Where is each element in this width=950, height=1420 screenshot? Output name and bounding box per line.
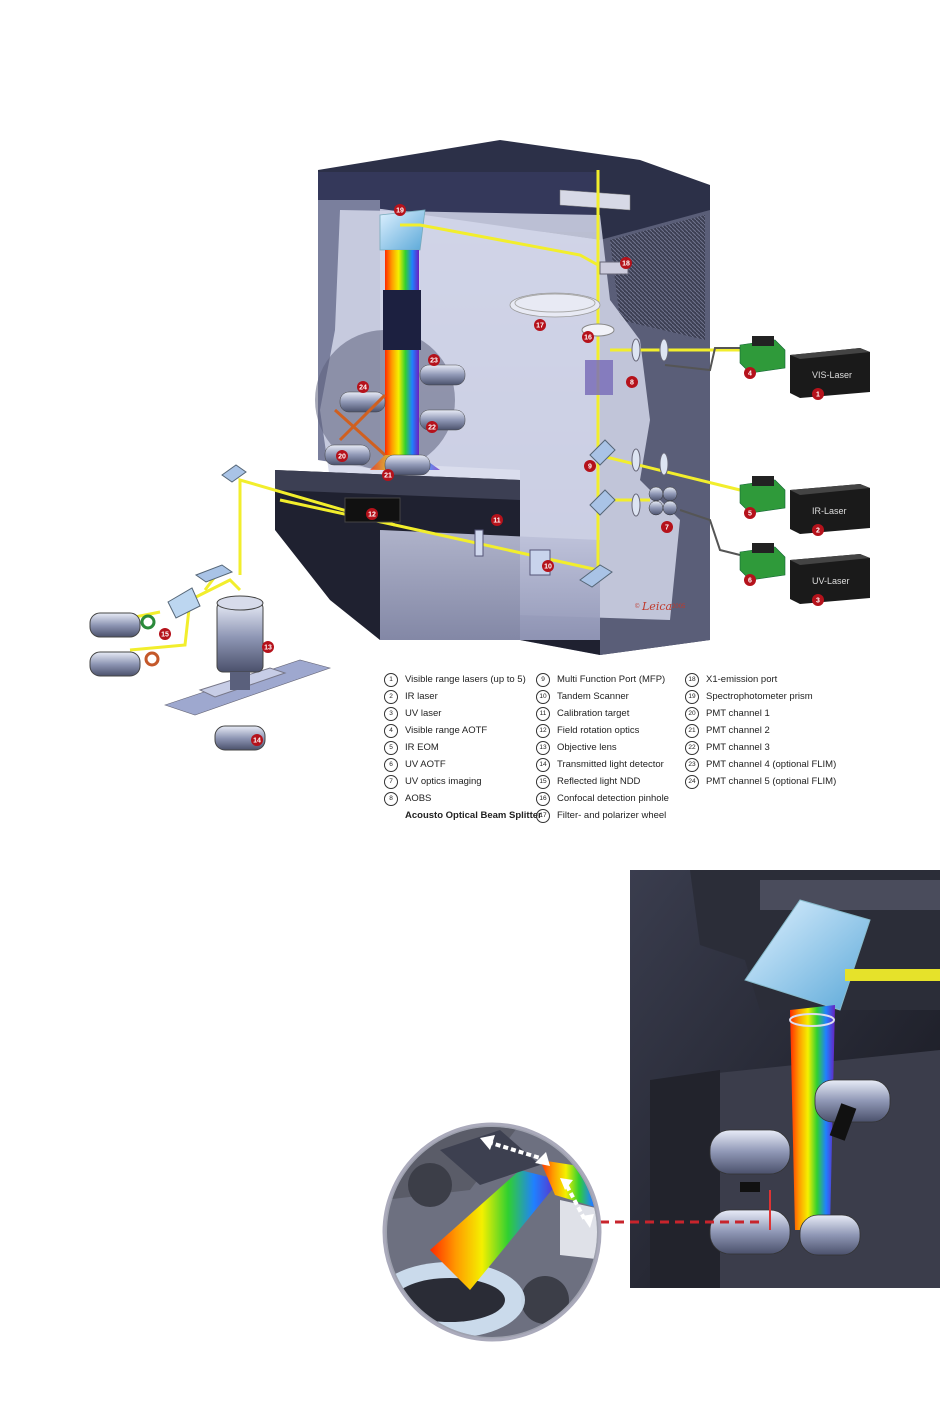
callout-7: 7 [661,521,673,533]
svg-text:1: 1 [816,392,820,399]
svg-text:4: 4 [748,371,752,378]
svg-text:24: 24 [359,385,367,392]
svg-text:23: 23 [430,358,438,365]
vis-laser: VIS-Laser [790,348,870,398]
svg-text:8: 8 [630,380,634,387]
callout-22: 22 [426,421,438,433]
spectrophotometer [324,209,466,476]
svg-text:7: 7 [665,525,669,532]
callout-6: 6 [744,574,756,586]
callout-1: 1 [812,388,824,400]
callout-4: 4 [744,367,756,379]
svg-text:6: 6 [748,578,752,585]
callout-5: 5 [744,507,756,519]
svg-text:5: 5 [748,511,752,518]
callout-14: 14 [251,734,263,746]
brand-year: 2005 [672,604,686,610]
callout-18: 18 [620,257,632,269]
ir-laser-label: IR-Laser [812,506,847,516]
callout-19: 19 [394,204,406,216]
svg-text:21: 21 [384,473,392,480]
svg-text:14: 14 [253,738,261,745]
svg-text:17: 17 [536,323,544,330]
svg-text:13: 13 [264,645,272,652]
legend-aobs-expansion: Acousto Optical Beam Splitter [405,810,542,821]
svg-text:2: 2 [816,528,820,535]
scan-head-components [344,261,678,588]
callout-8: 8 [626,376,638,388]
svg-text:18: 18 [622,261,630,268]
pmt-detail-view [630,870,940,1288]
callout-16: 16 [582,331,594,343]
svg-text:9: 9 [588,464,592,471]
callout-9: 9 [584,460,596,472]
svg-text:12: 12 [368,512,376,519]
laser-sources: VIS-Laser IR-Laser UV-Laser [739,336,870,604]
callout-2: 2 [812,524,824,536]
svg-text:11: 11 [493,518,501,525]
svg-text:10: 10 [544,564,552,571]
svg-text:15: 15 [161,632,169,639]
callout-24: 24 [357,381,369,393]
callout-21: 21 [382,469,394,481]
svg-text:20: 20 [338,454,346,461]
callout-20: 20 [336,450,348,462]
uv-laser: UV-Laser [790,554,870,604]
brand-logo: Leica [641,600,672,613]
ir-laser: IR-Laser [790,484,870,534]
callout-23: 23 [428,354,440,366]
vis-laser-label: VIS-Laser [812,370,852,380]
svg-text:16: 16 [584,335,592,342]
svg-text:3: 3 [816,598,820,605]
callout-10: 10 [542,560,554,572]
brand-prefix: © [635,603,640,610]
spectral-slit-magnifier [382,1122,602,1342]
callout-3: 3 [812,594,824,606]
callout-13: 13 [262,641,274,653]
callout-11: 11 [491,514,503,526]
callout-markers: 1 2 3 4 5 6 7 8 9 10 11 12 13 14 15 16 1… [159,204,824,746]
callout-12: 12 [366,508,378,520]
uv-laser-label: UV-Laser [812,576,850,586]
callout-17: 17 [534,319,546,331]
svg-text:22: 22 [428,425,436,432]
scan-head-housing [275,140,710,655]
svg-text:19: 19 [396,208,404,215]
fiber-cables [664,347,741,556]
callout-15: 15 [159,628,171,640]
microscope-stand [89,464,332,751]
